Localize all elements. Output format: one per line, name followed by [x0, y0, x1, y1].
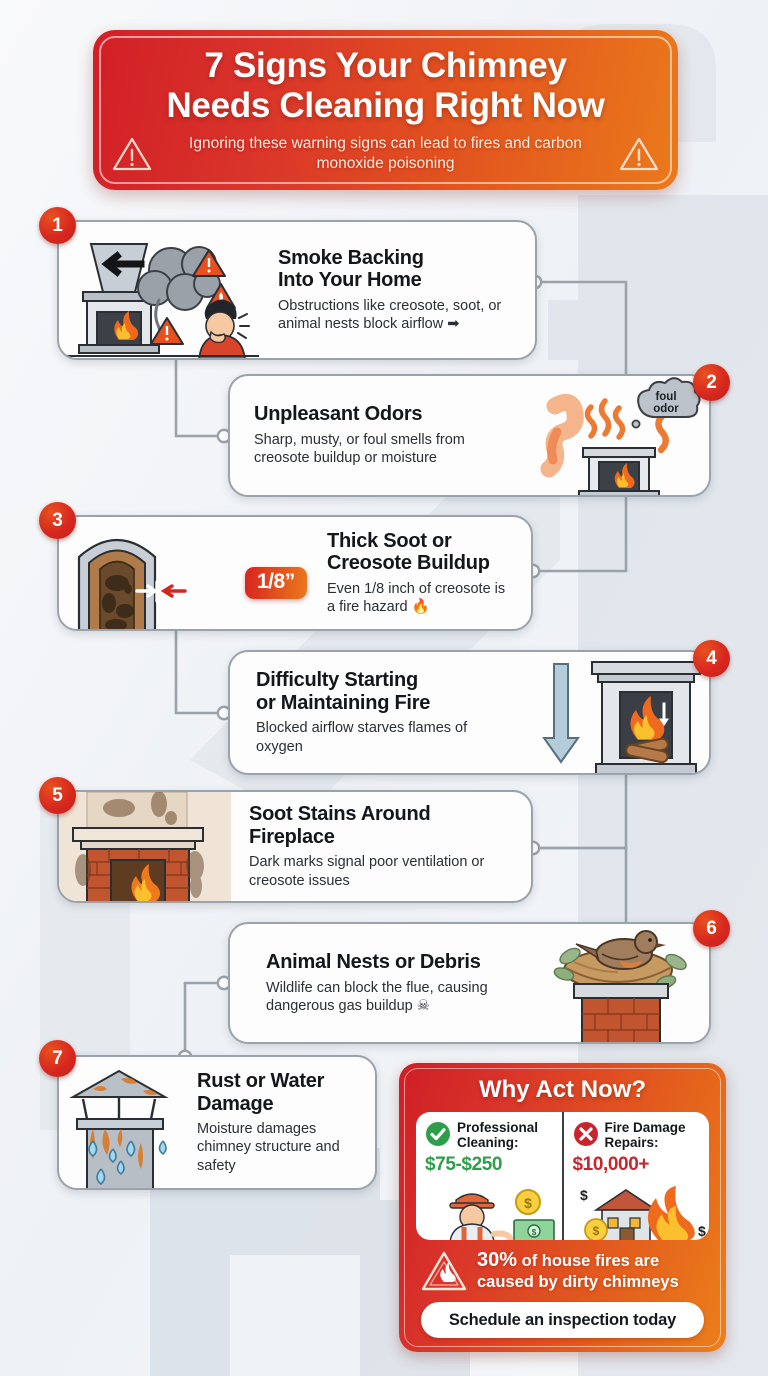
sign-1-title-line2: Into Your Home — [278, 269, 422, 292]
fire-statistic: 30% of house fires are caused by dirty c… — [421, 1249, 704, 1292]
svg-text:$: $ — [580, 1187, 588, 1203]
sign-1-title-line1: Smoke Backing — [278, 246, 424, 269]
sign-7-title-line2: Damage — [197, 1092, 274, 1115]
cost-column-cleaning: Professional Cleaning: $75-$250 $ — [416, 1112, 562, 1240]
step-badge-2: 2 — [693, 364, 730, 401]
sign-2-text: Unpleasant Odors Sharp, musty, or foul s… — [230, 403, 519, 467]
step-badge-3: 3 — [39, 502, 76, 539]
cost-column-fire-damage: Fire Damage Repairs: $10,000+ $ $ — [561, 1112, 710, 1240]
sign-4-title-line1: Difficulty Starting — [256, 669, 418, 692]
step-badge-6: 6 — [693, 910, 730, 947]
sign-1-title: Smoke Backing Into Your Home — [278, 247, 521, 292]
sign-6-title: Animal Nests or Debris — [266, 950, 481, 973]
sign-3-title-line2: Creosote Buildup — [327, 552, 490, 575]
sign-6-illustration — [540, 924, 700, 1042]
chimney-sweep-worker-money-icon: $ $ — [449, 1189, 555, 1240]
sign-5-illustration — [59, 792, 231, 901]
sign-3-body: Even 1/8 inch of creosote is a fire haza… — [327, 580, 506, 616]
sign-5-body: Dark marks signal poor ventilation or cr… — [249, 854, 485, 889]
burning-house-money-icon: $ $ $ — [580, 1186, 706, 1240]
svg-text:foul: foul — [655, 391, 676, 403]
fire-statistic-text: 30% of house fires are caused by dirty c… — [477, 1249, 704, 1292]
sign-4-illustration — [530, 652, 705, 773]
header-subtitle: Ignoring these warning signs can lead to… — [189, 134, 582, 172]
creosote-thickness-badge: 1/8” — [245, 567, 307, 599]
page-title-line2: Needs Cleaning Right Now — [166, 85, 605, 125]
step-badge-4: 4 — [693, 640, 730, 677]
sign-card-3[interactable]: 1/8” Thick Soot or Creosote Buildup Even… — [57, 515, 533, 631]
svg-text:$: $ — [532, 1228, 537, 1237]
sign-4-text: Difficulty Starting or Maintaining Fire … — [230, 669, 530, 756]
fire-damage-price: $10,000+ — [572, 1153, 650, 1175]
sign-7-illustration — [59, 1057, 187, 1188]
sign-5-title: Soot Stains Around Fireplace — [249, 803, 431, 848]
sign-7-title-line1: Rust or Water — [197, 1070, 325, 1092]
cost-comparison-panel: Professional Cleaning: $75-$250 $ — [416, 1112, 709, 1240]
check-circle-icon — [426, 1122, 450, 1146]
sign-3-title: Thick Soot or Creosote Buildup — [327, 530, 517, 575]
sign-2-title: Unpleasant Odors — [254, 403, 423, 426]
fire-statistic-percent: 30% — [477, 1249, 518, 1271]
x-circle-icon — [573, 1122, 598, 1146]
sign-7-body: Moisture damages chimney structure and s… — [197, 1121, 340, 1174]
svg-text:$: $ — [592, 1224, 599, 1238]
fire-damage-label-line1: Fire Damage — [604, 1120, 686, 1135]
svg-text:$: $ — [698, 1223, 706, 1239]
step-badge-7: 7 — [39, 1040, 76, 1077]
sign-4-body: Blocked airflow starves flames of oxygen — [256, 720, 468, 755]
sign-6-text: Animal Nests or Debris Wildlife can bloc… — [230, 951, 540, 1015]
sign-card-7[interactable]: Rust or Water Damage Moisture damages ch… — [57, 1055, 377, 1190]
fire-warning-triangle-icon — [421, 1251, 467, 1290]
svg-text:$: $ — [524, 1195, 532, 1211]
cleaning-price: $75-$250 — [425, 1153, 503, 1175]
cta-title: Why Act Now? — [478, 1076, 647, 1103]
sign-3-title-line1: Thick Soot or — [327, 529, 452, 552]
warning-triangle-icon — [619, 137, 659, 170]
fire-damage-label-line2: Repairs: — [604, 1134, 659, 1150]
sign-1-illustration — [59, 222, 264, 358]
sign-card-2[interactable]: Unpleasant Odors Sharp, musty, or foul s… — [228, 374, 711, 497]
sign-4-title: Difficulty Starting or Maintaining Fire — [256, 669, 516, 714]
cleaning-label-line1: Professional — [457, 1120, 539, 1135]
svg-text:odor: odor — [653, 403, 679, 415]
page-title-line1: 7 Signs Your Chimney — [204, 46, 567, 86]
sign-card-6[interactable]: Animal Nests or Debris Wildlife can bloc… — [228, 922, 711, 1044]
sign-card-5[interactable]: Soot Stains Around Fireplace Dark marks … — [57, 790, 533, 903]
sign-card-4[interactable]: Difficulty Starting or Maintaining Fire … — [228, 650, 711, 775]
sign-2-body: Sharp, musty, or foul smells from creoso… — [254, 432, 465, 467]
sign-card-1[interactable]: Smoke Backing Into Your Home Obstruction… — [57, 220, 537, 360]
step-badge-5: 5 — [39, 777, 76, 814]
header-banner: 7 Signs Your Chimney Needs Cleaning Righ… — [93, 30, 678, 190]
cleaning-label-line2: Cleaning: — [457, 1134, 519, 1150]
sign-7-text: Rust or Water Damage Moisture damages ch… — [187, 1070, 375, 1175]
warning-triangle-icon — [112, 137, 152, 170]
sign-3-illustration — [59, 517, 209, 629]
sign-4-title-line2: or Maintaining Fire — [256, 691, 431, 714]
sign-1-text: Smoke Backing Into Your Home Obstruction… — [264, 247, 535, 334]
sign-2-illustration: foul odor — [519, 376, 709, 495]
page-title: 7 Signs Your Chimney Needs Cleaning Righ… — [140, 46, 630, 124]
step-badge-1: 1 — [39, 207, 76, 244]
schedule-inspection-button[interactable]: Schedule an inspection today — [421, 1302, 704, 1339]
sign-5-text: Soot Stains Around Fireplace Dark marks … — [231, 803, 531, 890]
cta-panel: Why Act Now? Professional Cleaning: $75-… — [399, 1063, 726, 1352]
sign-7-title: Rust or Water Damage — [197, 1070, 361, 1115]
sign-6-body: Wildlife can block the flue, causing dan… — [266, 979, 488, 1014]
sign-1-body: Obstructions like creosote, soot, or ani… — [278, 297, 502, 333]
